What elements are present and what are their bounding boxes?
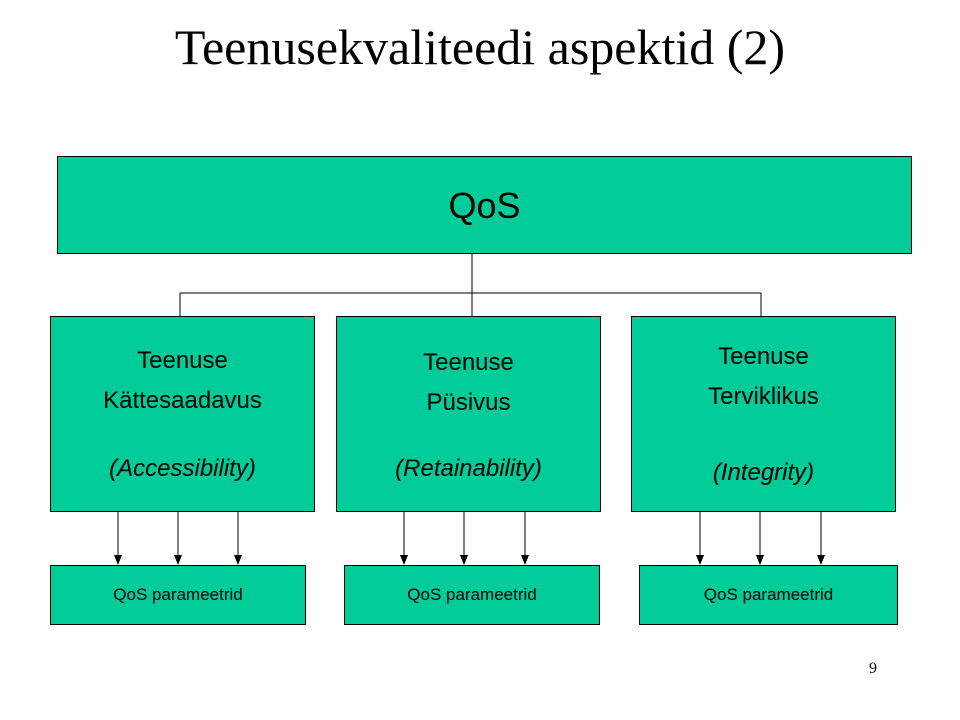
aspect-title-line2: Püsivus [426, 389, 511, 416]
page-number: 9 [869, 660, 877, 677]
aspect-english-name: (Integrity) [712, 459, 815, 486]
aspect-title-line2: Kättesaadavus [103, 387, 262, 414]
aspect-title-line1: Teenuse [137, 347, 228, 374]
qos-parameters-box-retainability: QoS parameetrid [344, 565, 600, 625]
aspect-english-name: (Accessibility) [109, 455, 256, 482]
aspect-box-retainability: Teenuse Püsivus (Retainability) [336, 316, 601, 512]
aspect-english-name: (Retainability) [395, 455, 542, 482]
aspect-title-line2: Terviklikus [708, 383, 819, 410]
aspect-box-integrity: Teenuse Terviklikus (Integrity) [631, 316, 896, 512]
slide-title: Teenusekvaliteedi aspektid (2) [174, 19, 786, 75]
aspect-box-accessibility: Teenuse Kättesaadavus (Accessibility) [50, 316, 315, 512]
aspect-title-line1: Teenuse [423, 349, 514, 376]
qos-parameters-box-accessibility: QoS parameetrid [50, 565, 306, 625]
qos-root-box: QoS [57, 156, 912, 254]
aspect-title-line1: Teenuse [718, 343, 809, 370]
qos-parameters-box-integrity: QoS parameetrid [639, 565, 898, 625]
